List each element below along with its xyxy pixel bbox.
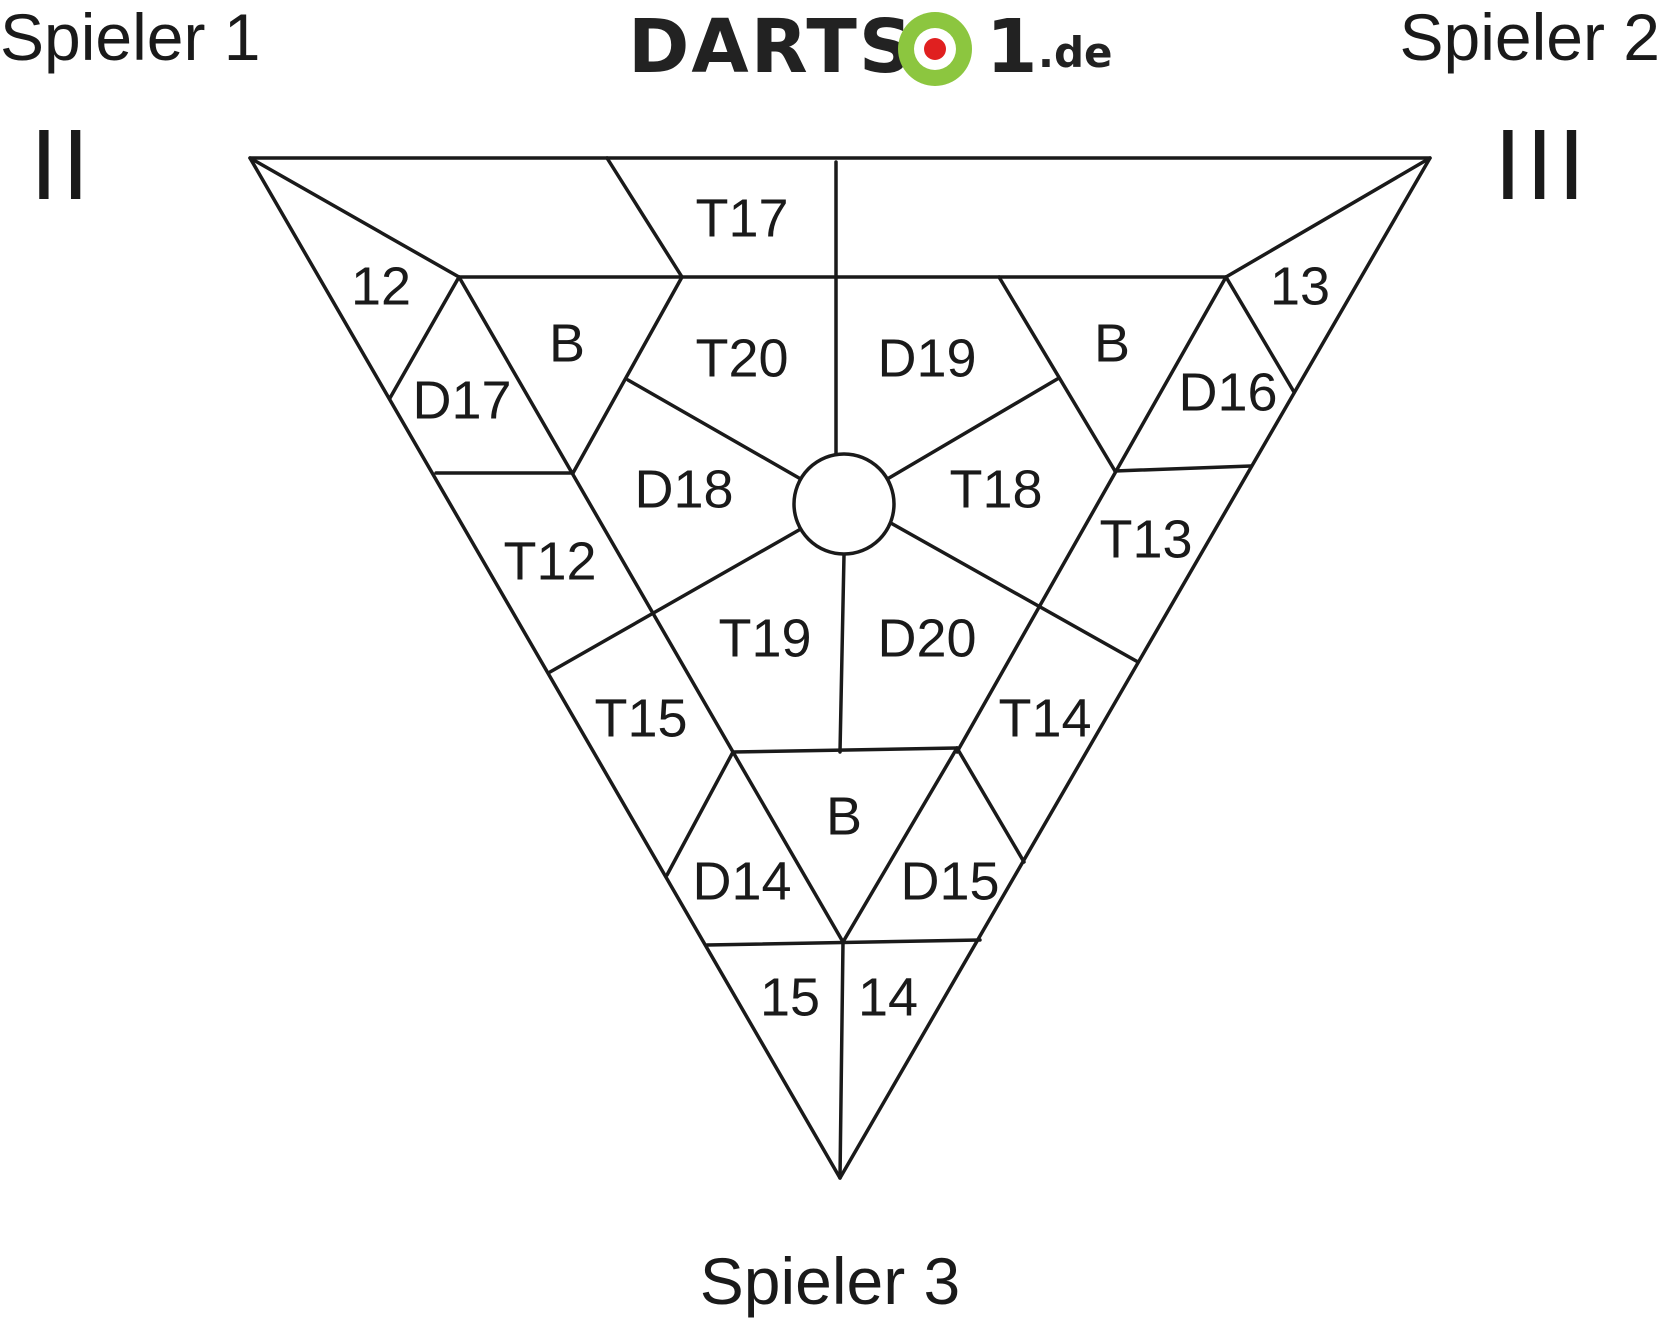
board-line — [838, 553, 846, 754]
field-t12: T12 — [503, 531, 596, 591]
player-1-label: Spieler 1 — [0, 0, 261, 74]
board-line — [248, 156, 461, 279]
logo-main-text: DARTS — [628, 4, 915, 90]
player-2-label: Spieler 2 — [1399, 0, 1660, 74]
field-d18: D18 — [634, 459, 733, 519]
player-3-label: Spieler 3 — [699, 1244, 961, 1318]
board-line — [605, 156, 684, 279]
field-d16: D16 — [1178, 362, 1277, 422]
board-line — [997, 275, 1117, 473]
board-line — [955, 746, 1026, 864]
field-t15: T15 — [594, 688, 687, 748]
field-t13: T13 — [1099, 509, 1192, 569]
field-15: 15 — [760, 967, 820, 1027]
board-line — [457, 275, 735, 754]
board-line — [626, 378, 801, 480]
field-d15: D15 — [900, 851, 999, 911]
field-13: 13 — [1270, 256, 1330, 316]
field-d20: D20 — [877, 608, 976, 668]
board-line — [838, 940, 845, 1180]
field-t14: T14 — [998, 688, 1091, 748]
logo-dartboard-icon — [898, 12, 972, 86]
board-line — [1113, 464, 1253, 473]
board-line — [1224, 275, 1296, 394]
field-b-left: B — [549, 313, 585, 373]
field-b-right: B — [1094, 313, 1130, 373]
board-line — [1224, 156, 1432, 279]
field-14: 14 — [858, 967, 918, 1027]
board-line — [388, 275, 461, 400]
field-t17: T17 — [695, 188, 788, 248]
field-t20: T20 — [695, 328, 788, 388]
field-12: 12 — [351, 256, 411, 316]
logo-one-text: 1 — [986, 4, 1038, 90]
board-line — [887, 520, 1140, 664]
bull-circle — [792, 452, 896, 556]
board-line — [571, 275, 684, 475]
board-line — [955, 275, 1228, 754]
player-1-tally: II — [30, 109, 94, 221]
field-d17: D17 — [412, 370, 511, 430]
board-line — [841, 746, 959, 944]
board-line — [731, 750, 845, 944]
field-t19: T19 — [718, 608, 811, 668]
board-line — [887, 376, 1061, 480]
player-2-tally: III — [1494, 109, 1590, 221]
outer-triangle — [248, 156, 1432, 1180]
field-t18: T18 — [949, 459, 1042, 519]
board-line — [731, 746, 959, 754]
field-b-bottom: B — [826, 786, 862, 846]
field-d19: D19 — [877, 328, 976, 388]
board-line — [548, 528, 801, 674]
logo-suffix-text: .de — [1038, 28, 1113, 77]
board-line — [665, 750, 735, 877]
field-d14: D14 — [692, 851, 791, 911]
darts01-logo: DARTS 1 .de — [628, 4, 1113, 90]
